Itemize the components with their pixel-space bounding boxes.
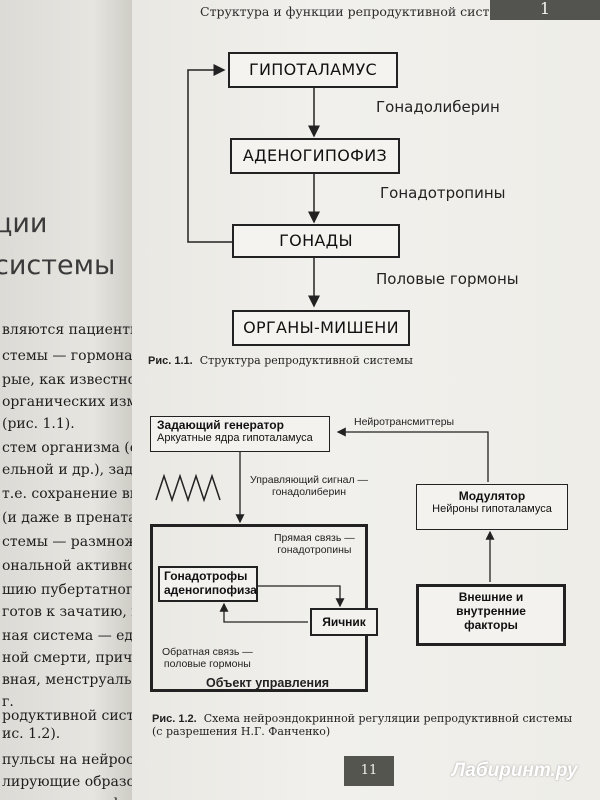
- label-feedback: Обратная связь — половые гормоны: [162, 646, 253, 670]
- left-page-text-line: стем организма (сер-: [2, 440, 132, 456]
- left-page-text-line: рые, как известно, я-: [2, 372, 132, 388]
- figure-1-2-arrows: [155, 427, 495, 623]
- left-page-text-line: ельной и др.), задачей: [2, 462, 132, 478]
- left-page-text-line: шию пубертатного пе-: [2, 582, 132, 598]
- box-gonads: ГОНАДЫ: [232, 224, 400, 258]
- gonadotrophs-line-1: Гонадотрофы: [164, 569, 248, 583]
- caption-1-2: Рис. 1.2. Схема нейроэндокринной регуляц…: [152, 712, 572, 738]
- box-ovary: Яичник: [310, 608, 378, 636]
- left-page-text-line: ональной активности: [2, 558, 132, 574]
- label-gonadoliberin: Гонадолиберин: [376, 98, 500, 116]
- arrow-neurotransmitters: [336, 427, 489, 482]
- left-page-text-line: (и даже в пренатал-: [2, 510, 132, 526]
- watermark: Лабиринт.ру: [452, 760, 578, 781]
- label-sex-hormones: Половые гормоны: [376, 270, 519, 288]
- running-head: Структура и функции репродуктивной систе…: [200, 4, 517, 19]
- chapter-tab: 1: [490, 0, 600, 20]
- arrow-feedback: [219, 602, 308, 623]
- left-page-text-line: (рис. 1.1).: [2, 416, 75, 432]
- modulator-subtitle: Нейроны гипоталамуса: [432, 503, 552, 515]
- box-target-organs: ОРГАНЫ-МИШЕНИ: [232, 310, 410, 346]
- caption-1-2-line-1: Схема нейроэндокринной регуляции репроду…: [203, 712, 573, 725]
- box-gonadotrophs: Гонадотрофы аденогипофиза: [158, 566, 258, 602]
- figure-1-1-arrows: [187, 64, 320, 308]
- direct-link-line-1: Прямая связь —: [274, 532, 355, 544]
- box-generator: Задающий генератор Аркуатные ядра гипота…: [150, 416, 330, 452]
- direct-link-line-2: гонадотропины: [277, 544, 352, 556]
- page-number: 11: [344, 756, 394, 786]
- left-page-text-line: ная система — един-: [2, 628, 132, 644]
- left-page-text-line: г.: [2, 694, 14, 710]
- label-direct-link: Прямая связь — гонадотропины: [274, 532, 355, 556]
- control-signal-line-2: гонадолиберин: [271, 486, 347, 498]
- left-page-text-line: ис. 1.2).: [2, 726, 61, 742]
- caption-1-2-line-2: (с разрешения Н.Г. Фанченко): [152, 725, 331, 738]
- right-page: Структура и функции репродуктивной систе…: [132, 0, 600, 800]
- arrow-direct-link: [256, 585, 345, 608]
- box-factors: Внешние и внутренние факторы: [416, 584, 566, 646]
- left-page-text-line: органических измен-: [2, 394, 132, 410]
- ovary-label: Яичник: [322, 615, 366, 629]
- left-page-text-line: гормонов гипофиза:: [2, 796, 132, 800]
- left-page-text-line: вляются пациентки: [2, 322, 132, 338]
- label-control-object: Объект управления: [206, 676, 330, 690]
- left-page-text-line: родуктивной систе-: [2, 708, 132, 724]
- caption-1-1-text: Структура репродуктивной системы: [199, 354, 413, 367]
- left-heading-line-1: ции: [0, 208, 48, 239]
- left-page-text-line: стемы — гормональ-: [2, 348, 132, 364]
- feedback-line-1: Обратная связь —: [162, 646, 253, 658]
- caption-1-2-number: Рис. 1.2.: [152, 713, 197, 725]
- caption-1-1: Рис. 1.1. Структура репродуктивной систе…: [148, 354, 413, 367]
- box-hypothalamus: ГИПОТАЛАМУС: [228, 52, 398, 88]
- label-gonadotropins: Гонадотропины: [380, 184, 506, 202]
- left-page-text-line: пульсы на нейросе-: [2, 752, 132, 768]
- control-signal-line-1: Управляющий сигнал —: [250, 474, 369, 486]
- label-control-signal: Управляющий сигнал — гонадолиберин: [250, 474, 368, 498]
- left-page-text-line: стемы — размножение: [2, 534, 132, 550]
- generator-title: Задающий генератор: [157, 418, 284, 432]
- factors-line-1: Внешние и: [458, 590, 524, 604]
- pulse-waveform: [155, 473, 221, 503]
- factors-line-2: внутренние: [456, 604, 526, 618]
- left-page-text-line: ной смерти, причем: [2, 650, 132, 666]
- left-page-text-line: лирующие образова-: [2, 774, 132, 790]
- feedback-arrow: [187, 64, 232, 243]
- factors-line-3: факторы: [464, 618, 518, 632]
- left-page: ции системы вляются пациентки стемы — гор…: [0, 0, 132, 800]
- generator-subtitle: Аркуатные ядра гипоталамуса: [157, 432, 313, 444]
- feedback-line-2: половые гормоны: [163, 658, 251, 670]
- label-neurotransmitters: Нейротрансмиттеры: [354, 416, 455, 428]
- box-adenohypophysis: АДЕНОГИПОФИЗ: [230, 138, 400, 174]
- left-page-text-line: готов к зачатию, вы-: [2, 604, 132, 620]
- left-heading-line-2: системы: [0, 250, 116, 281]
- modulator-title: Модулятор: [458, 489, 526, 503]
- caption-1-1-number: Рис. 1.1.: [148, 355, 193, 367]
- left-page-text-line: т.е. сохранение вида.: [2, 486, 132, 502]
- left-page-text-line: вная, менструальная: [2, 672, 132, 688]
- gonadotrophs-line-2: аденогипофиза: [164, 583, 257, 597]
- box-modulator: Модулятор Нейроны гипоталамуса: [416, 484, 568, 530]
